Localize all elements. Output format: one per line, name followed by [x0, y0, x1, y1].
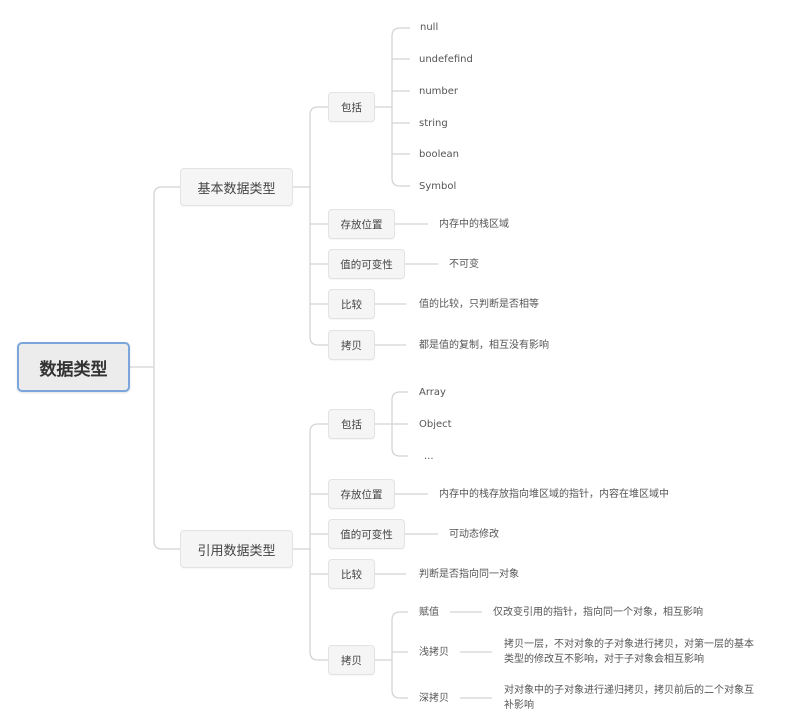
basic-compare-label: 比较 — [341, 298, 362, 311]
ref-item-array: Array — [419, 387, 446, 398]
reference-types-node[interactable]: 引用数据类型 — [180, 530, 293, 568]
ref-include-label: 包括 — [341, 418, 362, 431]
basic-item-boolean: boolean — [419, 149, 459, 160]
copy-shallow-label: 浅拷贝 — [419, 647, 449, 658]
ref-compare-value: 判断是否指向同一对象 — [419, 569, 519, 580]
basic-copy-label: 拷贝 — [341, 339, 362, 352]
basic-item-number: number — [419, 86, 459, 97]
ref-mutability-value: 可动态修改 — [449, 529, 499, 540]
basic-compare-value: 值的比较，只判断是否相等 — [419, 299, 539, 310]
basic-item-string: string — [419, 118, 448, 129]
copy-shallow-value: 拷贝一层，不对对象的子对象进行拷贝，对第一层的基本类型的修改互不影响，对于子对象… — [504, 639, 754, 665]
ref-item-ellipsis: ... — [424, 451, 434, 462]
copy-assign-value: 仅改变引用的指针，指向同一个对象，相互影响 — [493, 607, 703, 618]
ref-storage-label: 存放位置 — [340, 488, 383, 501]
ref-compare-node[interactable]: 比较 — [328, 559, 375, 589]
basic-storage-node[interactable]: 存放位置 — [328, 209, 395, 239]
basic-include-label: 包括 — [341, 101, 362, 114]
ref-include-node[interactable]: 包括 — [328, 409, 375, 439]
ref-storage-value: 内存中的栈存放指向堆区域的指针，内容在堆区域中 — [439, 489, 669, 500]
basic-storage-label: 存放位置 — [340, 218, 383, 231]
ref-compare-label: 比较 — [341, 568, 362, 581]
basic-include-node[interactable]: 包括 — [328, 92, 375, 122]
reference-types-label: 引用数据类型 — [197, 543, 276, 559]
basic-item-null: null — [420, 22, 439, 33]
ref-mutability-label: 值的可变性 — [340, 528, 393, 541]
basic-mutability-node[interactable]: 值的可变性 — [328, 249, 405, 279]
basic-storage-value: 内存中的栈区域 — [439, 219, 509, 230]
basic-types-node[interactable]: 基本数据类型 — [180, 168, 293, 206]
root-label: 数据类型 — [39, 359, 108, 380]
basic-mutability-label: 值的可变性 — [340, 258, 393, 271]
basic-copy-node[interactable]: 拷贝 — [328, 330, 375, 360]
basic-item-symbol: Symbol — [419, 181, 457, 192]
copy-assign-label: 赋值 — [419, 607, 439, 618]
basic-item-undefined: undefefind — [419, 54, 473, 65]
basic-copy-value: 都是值的复制，相互没有影响 — [419, 340, 549, 351]
root-node[interactable]: 数据类型 — [17, 342, 130, 392]
basic-types-label: 基本数据类型 — [197, 181, 276, 197]
copy-deep-value: 对对象中的子对象进行递归拷贝，拷贝前后的二个对象互补影响 — [504, 685, 754, 711]
ref-mutability-node[interactable]: 值的可变性 — [328, 519, 405, 549]
basic-compare-node[interactable]: 比较 — [328, 289, 375, 319]
basic-mutability-value: 不可变 — [449, 259, 479, 270]
ref-copy-label: 拷贝 — [341, 654, 362, 667]
ref-copy-node[interactable]: 拷贝 — [328, 645, 375, 675]
ref-item-object: Object — [419, 419, 452, 430]
ref-storage-node[interactable]: 存放位置 — [328, 479, 395, 509]
copy-deep-label: 深拷贝 — [419, 693, 449, 704]
